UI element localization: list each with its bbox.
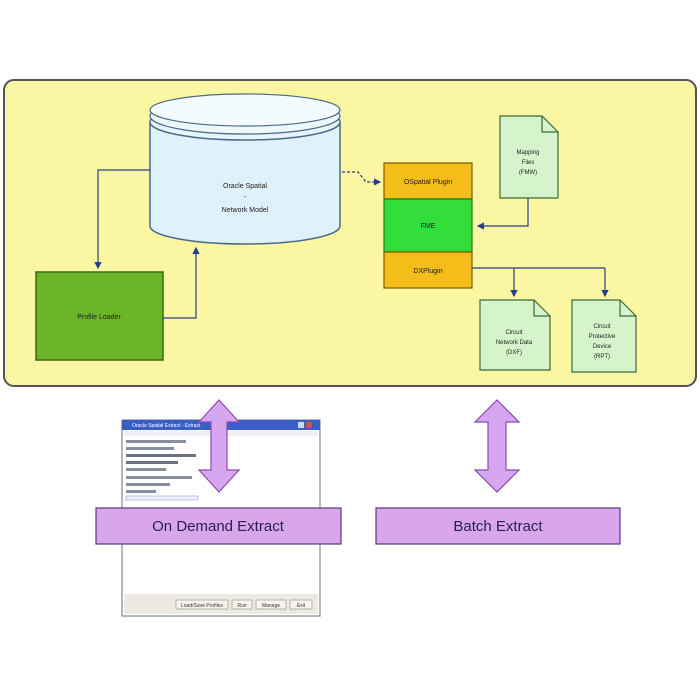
fme-box [383, 198, 473, 253]
mapping-to-fme-arrow [476, 198, 529, 230]
circuit-network-line3: (DXF) [506, 350, 522, 356]
circuit-network-line1: Circuit [505, 330, 522, 336]
oracle-plugin-label: OSpatial Plugin [404, 179, 452, 186]
run-button[interactable] [231, 599, 253, 610]
profile-loader-box [35, 271, 164, 361]
app-text-input[interactable] [125, 495, 199, 501]
circuit-protective-line3: Device [593, 344, 612, 350]
fme-label: FME [421, 223, 436, 230]
db-to-loader-arrow [94, 169, 150, 270]
circuit-protective-line2: Protective [589, 334, 616, 340]
circuit-protective-line4: (RPT) [594, 354, 610, 360]
mapping-files-line1: Mapping [516, 150, 539, 156]
db-to-plugin-arrow [342, 171, 382, 186]
database-label-line1: Oracle Spatial [223, 183, 267, 190]
circuit-network-data-document: Circuit Network Data (DXF) [479, 299, 551, 371]
mapping-files-document: Mapping Files (FMW) [499, 115, 559, 199]
batch-extract-label: Batch Extract [453, 518, 543, 535]
manage-button[interactable] [255, 599, 287, 610]
mapping-files-line3: (FMW) [519, 170, 537, 176]
app-form-fields [125, 440, 199, 501]
exit-button[interactable] [289, 599, 313, 610]
mapping-files-line2: Files [522, 160, 535, 166]
batch-extract-bar[interactable] [375, 507, 621, 545]
oracle-plugin-box [383, 162, 473, 200]
output-plugin-box [383, 251, 473, 289]
circuit-protective-device-document: Circuit Protective Device (RPT) [571, 299, 637, 373]
load-save-profiles-label: Load/Save Profiles [181, 603, 223, 609]
on-demand-extract-label: On Demand Extract [152, 518, 285, 535]
on-demand-double-arrow-icon [197, 399, 241, 493]
minimize-button[interactable] [298, 422, 304, 428]
batch-double-arrow-icon [473, 399, 521, 493]
circuit-network-line2: Network Data [496, 340, 533, 346]
load-save-profiles-button[interactable] [175, 599, 229, 610]
oracle-database-cylinder: Oracle Spatial - Network Model [149, 93, 341, 245]
loader-to-db-arrow [163, 246, 200, 319]
profile-loader-label: Profile Loader [77, 314, 121, 321]
database-label-line3: Network Model [222, 207, 269, 214]
close-button[interactable] [306, 422, 312, 428]
manage-label: Manage [262, 603, 280, 609]
circuit-protective-line1: Circuit [593, 324, 610, 330]
on-demand-extract-bar[interactable] [95, 507, 342, 545]
run-label: Run [237, 603, 246, 609]
output-plugin-label: DXPlugin [413, 268, 442, 275]
database-label-line2: - [244, 194, 247, 201]
exit-label: Exit [297, 603, 306, 609]
app-title: Oracle Spatial Extract - Extract [132, 423, 201, 429]
